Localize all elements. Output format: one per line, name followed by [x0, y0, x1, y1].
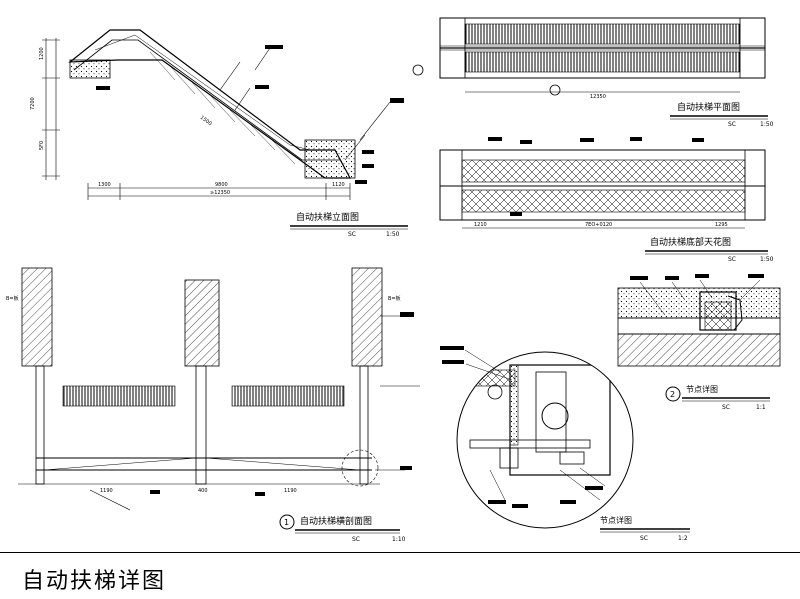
- section-number: 1: [284, 518, 289, 527]
- elev-dim-slope: 1500: [199, 115, 213, 127]
- detail-1-scale-code: SC: [640, 535, 648, 542]
- plan-scale: 1:50: [760, 121, 774, 128]
- detail-2-scale-code: SC: [722, 404, 730, 411]
- plan-scale-code: SC: [728, 121, 736, 128]
- detail-1-view: 节点详图 SC 1:2: [440, 346, 690, 542]
- ceiling-title: 自动扶梯底部天花图: [650, 236, 731, 248]
- section-title: 自动扶梯横剖面图: [300, 515, 372, 527]
- elev-dim-3: 1120: [332, 182, 345, 188]
- ceiling-scale-code: SC: [728, 256, 736, 263]
- sheet-title: 自动扶梯详图: [22, 569, 167, 594]
- sheet-title-bar: 自动扶梯详图: [0, 552, 800, 599]
- ceiling-dim-1: 1210: [474, 222, 487, 228]
- detail-2-title: 节点详图: [686, 384, 718, 394]
- detail-1-scale: 1:2: [678, 535, 688, 542]
- section-dim-2: 400: [198, 488, 208, 494]
- detail-1-title: 节点详图: [600, 515, 632, 525]
- section-dim-1: 1190: [100, 488, 113, 494]
- ceiling-dim-3: 1295: [715, 222, 728, 228]
- plan-view: 12350 自动扶梯平面图 SC 1:50: [412, 17, 774, 128]
- elev-dim-v2: 7200: [30, 97, 36, 110]
- elev-dim-v1: 1200: [39, 47, 45, 60]
- ceiling-scale: 1:50: [760, 256, 774, 263]
- ceiling-dim-2: 7EO+0120: [585, 222, 612, 228]
- plan-title: 自动扶梯平面图: [677, 101, 740, 113]
- elev-dim-1: 1300: [98, 182, 111, 188]
- elev-dim-2: 9800: [215, 182, 228, 188]
- section-label-right: B=板: [388, 295, 401, 302]
- detail-2-number: 2: [670, 390, 675, 399]
- detail-2-view: 2 节点详图 SC 1:1: [617, 274, 781, 411]
- detail-2-scale: 1:1: [756, 404, 766, 411]
- section-scale-code: SC: [352, 536, 360, 543]
- elevation-title: 自动扶梯立面图: [296, 211, 359, 223]
- section-dim-3: 1190: [284, 488, 297, 494]
- elevation-view: 1300 9800 1120 ≥12350 1200 7200 5F0 1500…: [30, 29, 408, 238]
- section-label-left: B=板: [6, 295, 19, 302]
- ceiling-view: 1210 7EO+0120 1295 自动扶梯底部天花图 SC 1:50: [439, 137, 774, 263]
- plan-dim: 12350: [590, 94, 606, 100]
- elevation-scale-code: SC: [348, 231, 356, 238]
- elevation-scale: 1:50: [386, 231, 400, 238]
- elev-dim-total: ≥12350: [210, 190, 230, 196]
- section-view: 1190 400 1190 B=板 B=板 1 自动扶梯横剖面图 SC 1:10: [6, 267, 420, 543]
- section-scale: 1:10: [392, 536, 406, 543]
- elev-dim-v3: 5F0: [39, 141, 45, 150]
